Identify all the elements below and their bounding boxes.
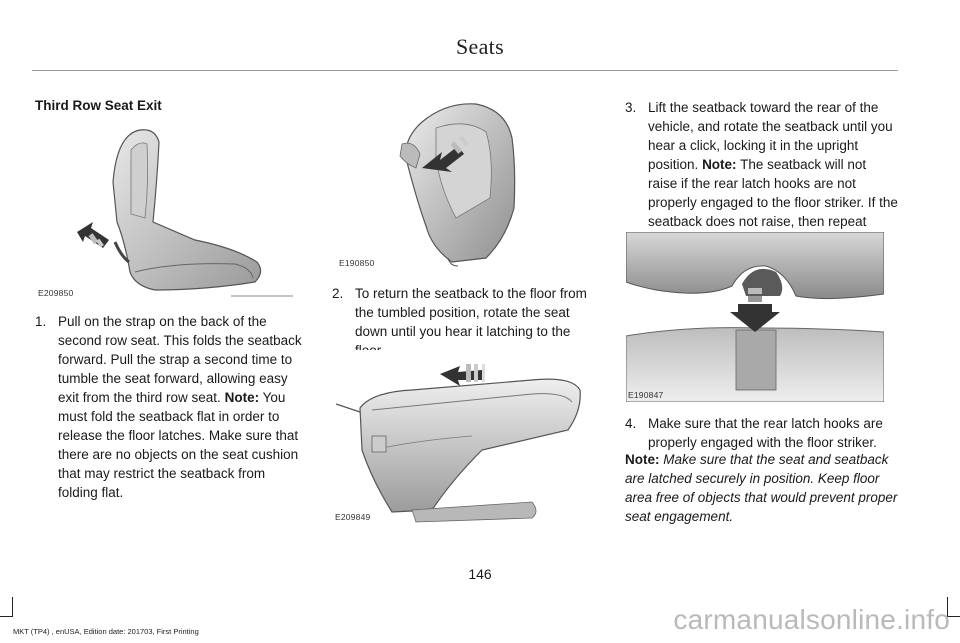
figure-code: E190847	[628, 390, 664, 400]
crop-mark	[0, 616, 13, 617]
section-heading: Third Row Seat Exit	[35, 98, 162, 113]
figure-seat-tumbled: E190850	[336, 98, 596, 270]
step-text: To return the seatback to the floor from…	[355, 286, 587, 358]
note-text: You must fold the seatback flat in order…	[58, 390, 299, 500]
seat-tumbled-illustration	[399, 103, 516, 267]
note-label: Note:	[625, 452, 660, 467]
figure-seat-strap: E209850	[35, 122, 297, 300]
step-text: Lift the seatback toward the rear of the…	[648, 100, 893, 172]
crop-mark	[947, 616, 960, 617]
step-number: 3.	[625, 100, 637, 115]
crop-mark	[947, 597, 948, 617]
seat-flat-illustration	[335, 364, 581, 523]
step-2: 2. To return the seatback to the floor f…	[332, 284, 600, 360]
note-text: Make sure that the seat and seatback are…	[625, 452, 898, 524]
step-3: 3. Lift the seatback toward the rear of …	[625, 98, 899, 250]
figure-seat-flat: E209849	[332, 350, 594, 526]
step-1: 1. Pull on the strap on the back of the …	[35, 312, 307, 502]
page-header-title: Seats	[456, 34, 504, 59]
crop-mark	[12, 597, 13, 617]
figure-code: E209850	[38, 288, 74, 298]
note-label: Note:	[702, 157, 737, 172]
figure-code: E209849	[335, 512, 371, 522]
figure-code: E190850	[339, 258, 375, 268]
header-divider	[32, 70, 898, 71]
step-text: Pull on the strap on the back of the sec…	[58, 314, 302, 405]
step-text: Make sure that the rear latch hooks are …	[648, 416, 883, 450]
page-number: 146	[468, 566, 492, 582]
step-number: 2.	[332, 286, 344, 301]
step-number: 4.	[625, 416, 637, 431]
latch-hooks-illustration	[625, 231, 885, 403]
step-number: 1.	[35, 314, 47, 329]
watermark: carmanualsonline.info	[673, 604, 950, 635]
note-label: Note:	[224, 390, 260, 405]
footer-edition-info: MKT (TP4) , enUSA, Edition date: 201703,…	[13, 627, 199, 636]
seat-strap-illustration	[77, 129, 293, 297]
step-4: 4. Make sure that the rear latch hooks a…	[625, 414, 899, 452]
figure-latch-hooks: E190847	[625, 231, 885, 403]
final-note: Note: Make sure that the seat and seatba…	[625, 450, 901, 526]
